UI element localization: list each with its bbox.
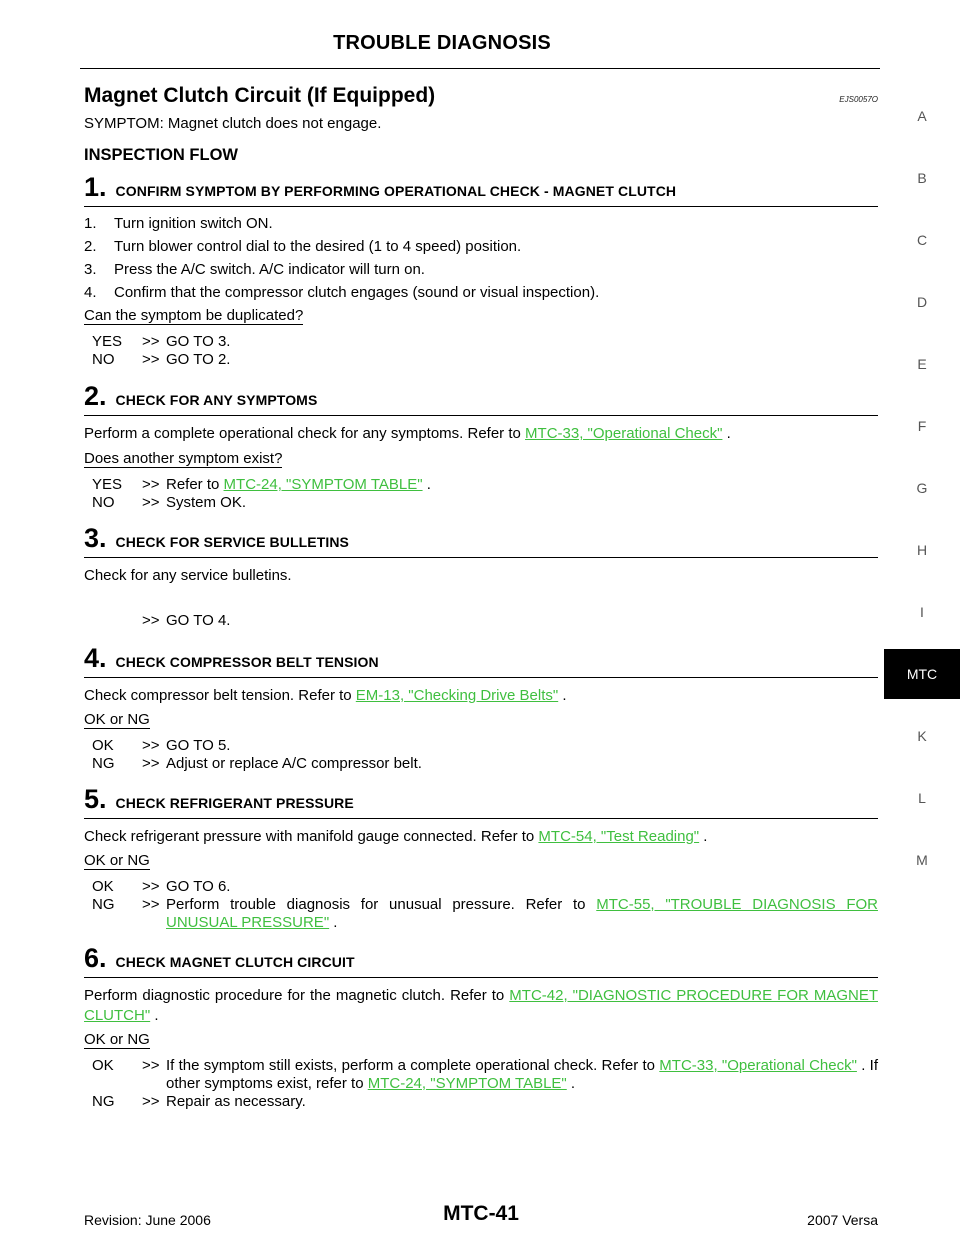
step-6-answers: OK>>If the symptom still exists, perform… <box>84 1057 878 1111</box>
step-2-question: Does another symptom exist? <box>84 450 283 468</box>
step-5: 5. CHECK REFRIGERANT PRESSURE Check refr… <box>84 785 878 932</box>
answer-yes: YES>>Refer to MTC-24, "SYMPTOM TABLE" . <box>92 476 431 493</box>
section-tab-m[interactable]: M <box>916 852 928 868</box>
answer-ng: NG>>Adjust or replace A/C compressor bel… <box>92 755 422 772</box>
link-mtc-24-symptom-table[interactable]: MTC-24, "SYMPTOM TABLE" <box>367 1075 567 1092</box>
step-2-head: 2. CHECK FOR ANY SYMPTOMS <box>84 382 878 416</box>
footer-model: 2007 Versa <box>807 1212 878 1228</box>
section-tab-e[interactable]: E <box>917 356 927 372</box>
link-mtc-54-test-reading[interactable]: MTC-54, "Test Reading" <box>538 828 700 845</box>
link-mtc-55-unusual-pressure[interactable]: MTC-55, "TROUBLE DIAGNOSIS FOR UNUSUAL P… <box>166 896 878 931</box>
step-3-text: Check for any service bulletins. <box>84 567 292 584</box>
step-1-question: Can the symptom be duplicated? <box>84 307 304 325</box>
list-item: 3.Press the A/C switch. A/C indicator wi… <box>84 261 425 278</box>
step-5-title: CHECK REFRIGERANT PRESSURE <box>115 795 354 811</box>
section-tab-i[interactable]: I <box>920 604 924 620</box>
step-5-question: OK or NG <box>84 852 150 870</box>
step-4-head: 4. CHECK COMPRESSOR BELT TENSION <box>84 644 878 678</box>
step-6-question-row: OK or NG <box>84 1030 878 1050</box>
section-tab-l[interactable]: L <box>918 790 926 806</box>
page-header-title: TROUBLE DIAGNOSIS <box>333 32 551 54</box>
footer-revision: Revision: June 2006 <box>84 1212 211 1228</box>
section-tab-c[interactable]: C <box>916 232 928 248</box>
step-5-number: 5. <box>84 784 107 814</box>
answer-ok: OK>>GO TO 5. <box>92 737 231 754</box>
step-2: 2. CHECK FOR ANY SYMPTOMS Perform a comp… <box>84 382 878 512</box>
section-tab-b[interactable]: B <box>917 170 927 186</box>
answer-no: NO>>System OK. <box>92 494 247 511</box>
list-item: 4.Confirm that the compressor clutch eng… <box>84 284 600 301</box>
step-2-text: Perform a complete operational check for… <box>84 425 731 442</box>
section-tab-mtc[interactable]: MTC <box>884 649 960 699</box>
list-item: 1.Turn ignition switch ON. <box>84 215 273 232</box>
step-4-question: OK or NG <box>84 711 150 729</box>
section-tab-f[interactable]: F <box>917 418 927 434</box>
section-title-row: Magnet Clutch Circuit (If Equipped) EJS0… <box>84 84 878 108</box>
step-3: 3. CHECK FOR SERVICE BULLETINS Check for… <box>84 524 878 630</box>
step-4-question-row: OK or NG <box>84 710 878 730</box>
step-1-answers: YES>>GO TO 3. NO>>GO TO 2. <box>84 333 878 369</box>
section-tab-k[interactable]: K <box>917 728 927 744</box>
step-3-number: 3. <box>84 523 107 553</box>
inspection-flow-title: INSPECTION FLOW <box>84 146 238 164</box>
link-mtc-42-diagnostic-procedure[interactable]: MTC-42, "DIAGNOSTIC PROCEDURE FOR MAGNET… <box>84 987 878 1024</box>
step-5-answers: OK>>GO TO 6. NG>>Perform trouble diagnos… <box>84 878 878 932</box>
step-3-head: 3. CHECK FOR SERVICE BULLETINS <box>84 524 878 558</box>
answer-ng: NG>>Perform trouble diagnosis for unusua… <box>92 896 878 931</box>
link-mtc-33-operational-check[interactable]: MTC-33, "Operational Check" <box>525 425 723 442</box>
step-4-text: Check compressor belt tension. Refer to … <box>84 687 567 704</box>
step-1-list: 1.Turn ignition switch ON. 2.Turn blower… <box>84 214 878 303</box>
step-1-head: 1. CONFIRM SYMPTOM BY PERFORMING OPERATI… <box>84 173 878 207</box>
step-2-title: CHECK FOR ANY SYMPTOMS <box>115 392 318 408</box>
step-1: 1. CONFIRM SYMPTOM BY PERFORMING OPERATI… <box>84 173 878 369</box>
step-6-title: CHECK MAGNET CLUTCH CIRCUIT <box>115 954 355 970</box>
step-4: 4. CHECK COMPRESSOR BELT TENSION Check c… <box>84 644 878 773</box>
step-6-number: 6. <box>84 943 107 973</box>
answer-no: NO>>GO TO 2. <box>92 351 231 368</box>
step-3-answer: >>GO TO 4. <box>142 612 231 629</box>
step-4-number: 4. <box>84 643 107 673</box>
section-tab-d[interactable]: D <box>916 294 928 310</box>
step-3-title: CHECK FOR SERVICE BULLETINS <box>115 534 349 550</box>
header-rule <box>80 68 880 69</box>
step-4-answers: OK>>GO TO 5. NG>>Adjust or replace A/C c… <box>84 737 878 773</box>
link-mtc-33-operational-check[interactable]: MTC-33, "Operational Check" <box>659 1057 857 1074</box>
section-ref-code: EJS0057O <box>839 95 878 104</box>
step-1-question-row: Can the symptom be duplicated? <box>84 306 878 326</box>
symptom-text: SYMPTOM: Magnet clutch does not engage. <box>84 115 382 132</box>
step-6-text: Perform diagnostic procedure for the mag… <box>84 987 878 1024</box>
step-1-number: 1. <box>84 172 107 202</box>
link-em-13-checking-drive-belts[interactable]: EM-13, "Checking Drive Belts" <box>355 687 559 704</box>
section-title: Magnet Clutch Circuit (If Equipped) <box>84 84 436 107</box>
step-2-answers: YES>>Refer to MTC-24, "SYMPTOM TABLE" . … <box>84 476 878 512</box>
answer-ok: OK>>GO TO 6. <box>92 878 231 895</box>
answer-yes: YES>>GO TO 3. <box>92 333 231 350</box>
section-tab-g[interactable]: G <box>916 480 928 496</box>
step-5-text: Check refrigerant pressure with manifold… <box>84 828 708 845</box>
step-1-title: CONFIRM SYMPTOM BY PERFORMING OPERATIONA… <box>115 183 677 199</box>
step-4-title: CHECK COMPRESSOR BELT TENSION <box>115 654 379 670</box>
answer-ng: NG>>Repair as necessary. <box>92 1093 306 1110</box>
list-item: 2.Turn blower control dial to the desire… <box>84 238 522 255</box>
step-5-head: 5. CHECK REFRIGERANT PRESSURE <box>84 785 878 819</box>
section-tab-a[interactable]: A <box>917 108 927 124</box>
section-tab-h[interactable]: H <box>916 542 928 558</box>
footer-page-number: MTC-41 <box>443 1202 519 1225</box>
step-5-question-row: OK or NG <box>84 851 878 871</box>
answer-ok: OK>>If the symptom still exists, perform… <box>92 1057 878 1092</box>
link-mtc-24-symptom-table[interactable]: MTC-24, "SYMPTOM TABLE" <box>223 476 423 493</box>
main-content: Magnet Clutch Circuit (If Equipped) EJS0… <box>84 84 878 1111</box>
step-6-head: 6. CHECK MAGNET CLUTCH CIRCUIT <box>84 944 878 978</box>
step-6: 6. CHECK MAGNET CLUTCH CIRCUIT Perform d… <box>84 944 878 1111</box>
step-2-number: 2. <box>84 381 107 411</box>
page-footer: Revision: June 2006 MTC-41 2007 Versa <box>84 1202 878 1240</box>
step-6-question: OK or NG <box>84 1031 150 1049</box>
step-2-question-row: Does another symptom exist? <box>84 449 878 469</box>
